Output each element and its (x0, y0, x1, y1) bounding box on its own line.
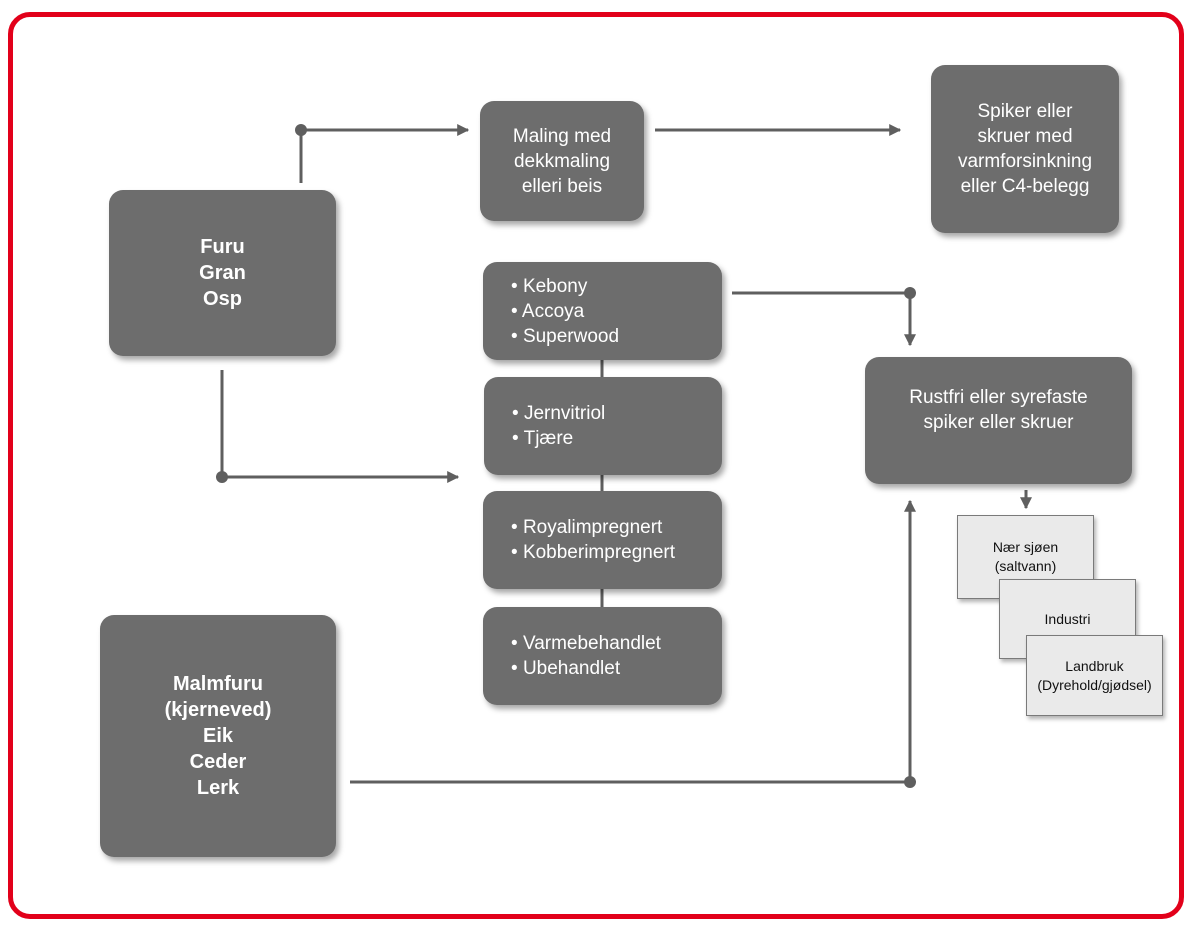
card-line: Nær sjøen (992, 539, 1059, 555)
box-line: eller C4-belegg (960, 176, 1090, 197)
hardwood-box: Malmfuru (kjerneved) Eik Ceder Lerk (100, 615, 336, 857)
card-line: Industri (1044, 610, 1091, 627)
list-item: • Superwood (511, 325, 620, 347)
box-line: Osp (203, 288, 242, 310)
box-line: dekkmaling (513, 150, 611, 172)
junction-dot (904, 287, 916, 299)
junction-dot (904, 776, 916, 788)
list-item: • Jernvitriol (512, 403, 606, 424)
environment-card-agriculture: Landbruk (Dyrehold/gjødsel) (1026, 635, 1163, 716)
box-line: Spiker eller (977, 101, 1073, 122)
connector-kebony-to-stainless (732, 291, 916, 347)
box-line: Ceder (189, 751, 247, 773)
list-item: • Kobberimpregnert (511, 542, 676, 563)
box-line: Malmfuru (173, 673, 263, 695)
treated-box-jernvitriol: • Jernvitriol • Tjære (484, 377, 722, 475)
card-line: (Dyrehold/gjødsel) (1037, 676, 1152, 693)
junction-dot (295, 124, 307, 136)
stainless-fasteners-box: Rustfri eller syrefaste spiker eller skr… (865, 357, 1132, 484)
paint-box: Maling med dekkmaling elleri beis (480, 101, 644, 221)
box-line: Lerk (196, 777, 240, 799)
connector-softwood-to-treated (220, 370, 460, 483)
box-line: spiker eller skruer (923, 412, 1074, 433)
box-line: Rustfri eller syrefaste (909, 387, 1088, 408)
box-line: Eik (202, 725, 234, 747)
red-frame (8, 12, 1184, 919)
junction-dot (216, 471, 228, 483)
galvanized-fasteners-box: Spiker eller skruer med varmforsinkning … (931, 65, 1119, 233)
treated-box-kebony: • Kebony • Accoya • Superwood (483, 262, 722, 360)
list-item: • Accoya (511, 300, 585, 322)
list-item: • Royalimpregnert (511, 517, 663, 538)
connector-softwood-to-paint (299, 124, 470, 183)
list-item: • Varmebehandlet (511, 633, 661, 654)
box-line: elleri beis (521, 175, 603, 197)
list-item: • Ubehandlet (511, 658, 621, 679)
softwood-box: Furu Gran Osp (109, 190, 336, 356)
box-line: skruer med (977, 126, 1073, 147)
card-line: (saltvann) (994, 558, 1057, 574)
box-line: Furu (200, 236, 245, 258)
treated-box-impregnert: • Royalimpregnert • Kobberimpregnert (483, 491, 722, 589)
box-line: (kjerneved) (164, 699, 272, 721)
list-item: • Kebony (511, 275, 588, 297)
box-line: Maling med (512, 125, 612, 147)
box-line: Gran (199, 262, 246, 284)
card-line: Landbruk (1065, 657, 1124, 674)
list-item: • Tjære (512, 428, 574, 449)
box-line: varmforsinkning (957, 151, 1093, 172)
treated-box-varmebehandlet: • Varmebehandlet • Ubehandlet (483, 607, 722, 705)
